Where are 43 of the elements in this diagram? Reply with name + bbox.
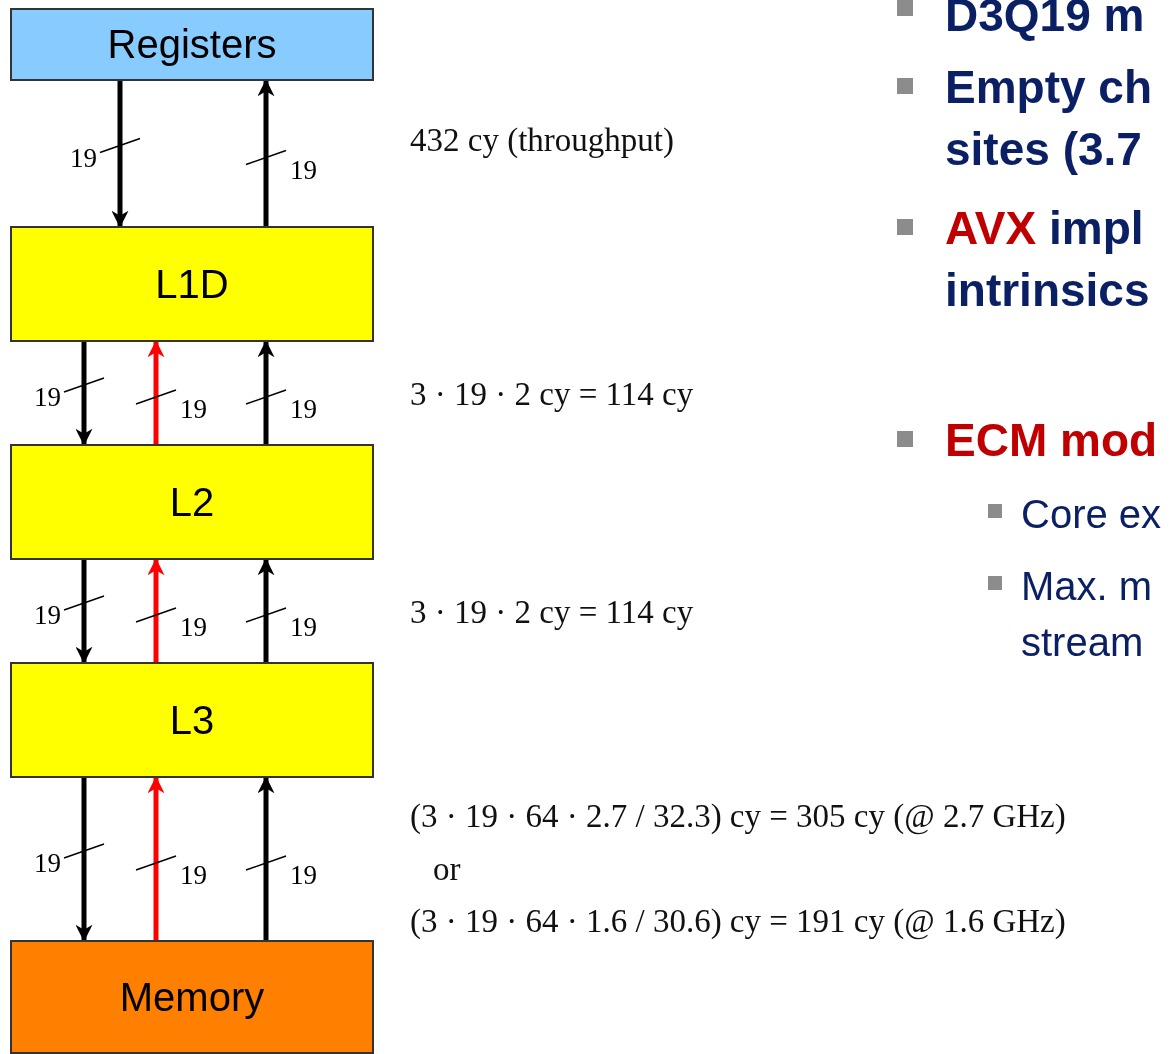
memory-level-box [10, 662, 374, 778]
edge-label: 19 [290, 156, 317, 184]
memory-level-box [10, 444, 374, 560]
edge-label: 19 [180, 614, 207, 641]
edge-label: 19 [70, 144, 97, 172]
memory-level-box [10, 940, 374, 1054]
arrow [257, 340, 275, 444]
arrow [257, 79, 275, 226]
edge-label: 19 [290, 396, 317, 423]
level-name: L3 [169, 697, 215, 743]
arrow [147, 776, 165, 940]
cycle-formula: 3 · 19 · 2 cy = 114 cy [410, 594, 694, 631]
arrow [147, 558, 165, 662]
arrow [75, 342, 93, 446]
sub-bullet-text: Core ex [1021, 491, 1163, 538]
edge-label: 19 [34, 384, 61, 411]
arrow [257, 776, 275, 940]
edge-label: 19 [290, 862, 317, 889]
bullet-text: ECM mod [945, 413, 1159, 468]
sub-bullet-text: Max. m stream [1021, 563, 1154, 666]
cycle-formula: (3 · 19 · 64 · 2.7 / 32.3) cy = 305 cy (@ 2.7 GHz) [410, 798, 1066, 835]
cycle-formula: 3 · 19 · 2 cy = 114 cy [410, 376, 694, 413]
arrow [75, 560, 93, 664]
memory-level-box [10, 8, 374, 81]
edge-label: 19 [290, 614, 317, 641]
arrow [111, 81, 129, 228]
arrow [257, 558, 275, 662]
level-name: Registers [107, 22, 277, 67]
cycle-formula: (3 · 19 · 64 · 1.6 / 30.6) cy = 191 cy (@ 1.6 GHz) [410, 903, 1066, 940]
edge-label: 19 [34, 602, 61, 629]
edge-label: 19 [34, 850, 61, 877]
level-name: L2 [169, 479, 215, 525]
level-name: L1D [155, 261, 229, 307]
bullet-text: Empty ch sites (3.7 [945, 60, 1154, 177]
throughput-note: 432 cy (throughput) [410, 122, 674, 159]
arrow [75, 778, 93, 942]
edge-label: 19 [180, 862, 207, 889]
edge-label: 19 [180, 396, 207, 423]
bullet-text: AVX impl intrinsics [945, 201, 1151, 318]
memory-level-box [10, 226, 374, 342]
connector-word: or [433, 851, 461, 888]
arrow [147, 340, 165, 444]
level-name: Memory [119, 974, 265, 1020]
